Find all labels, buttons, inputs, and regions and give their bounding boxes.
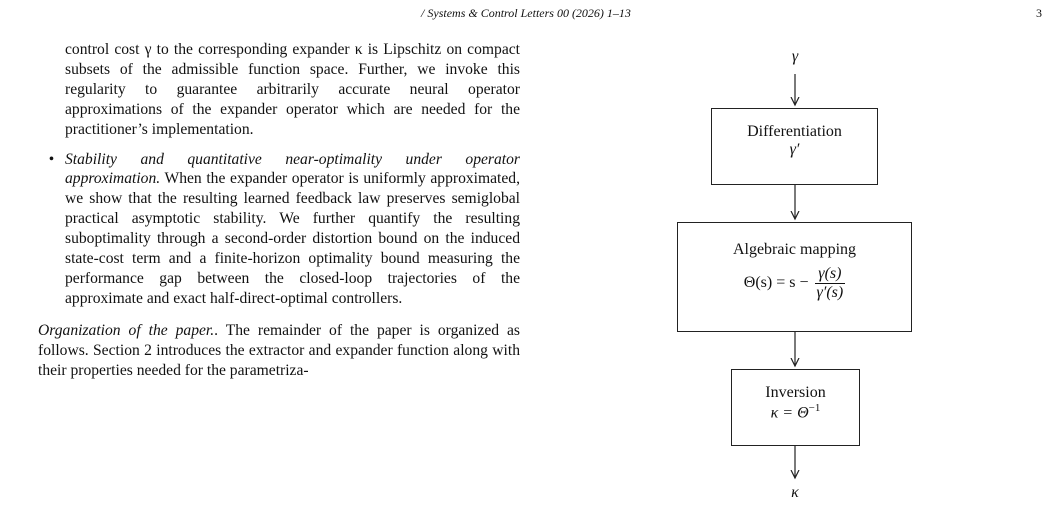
- fraction-denominator: γ′(s): [816, 284, 844, 301]
- fraction: γ(s) γ′(s): [814, 265, 846, 302]
- organization-body: . The remainder of the paper is organize…: [38, 321, 520, 379]
- organization-title: Organization of the paper.: [38, 321, 215, 339]
- algebraic-mapping-formula: Θ(s) = s − γ(s) γ′(s): [743, 265, 846, 302]
- organization-paragraph: Organization of the paper.. The remainde…: [38, 321, 520, 381]
- differentiation-box: Differentiation γ′: [711, 108, 878, 185]
- bullet-paragraph: Stability and quantitative near-optimali…: [65, 150, 520, 309]
- differentiation-title: Differentiation: [747, 123, 842, 140]
- contribution-paragraph: control cost γ to the corresponding expa…: [65, 41, 520, 138]
- bullet-icon: •: [48, 150, 55, 168]
- inversion-box: Inversion κ = Θ−1: [731, 369, 860, 446]
- inversion-title: Inversion: [765, 384, 826, 401]
- algebraic-mapping-box: Algebraic mapping Θ(s) = s − γ(s) γ′(s): [677, 222, 912, 332]
- input-gamma-label: γ: [791, 48, 799, 65]
- running-header: / Systems & Control Letters 00 (2026) 1–…: [0, 6, 1052, 24]
- journal-title: / Systems & Control Letters 00 (2026) 1–…: [421, 6, 631, 20]
- differentiation-formula: γ′: [789, 141, 800, 158]
- algebraic-mapping-title: Algebraic mapping: [732, 241, 857, 258]
- bullet-item-stability: • Stability and quantitative near-optima…: [38, 150, 520, 309]
- output-kappa-label: κ: [791, 484, 799, 501]
- inversion-formula: κ = Θ−1: [770, 402, 821, 422]
- bullet-title: Stability and quantitative near-optimali…: [65, 150, 520, 188]
- text-column: control cost γ to the corresponding expa…: [38, 40, 520, 381]
- bullet-body: When the expander operator is uniformly …: [65, 170, 520, 307]
- fraction-numerator: γ(s): [814, 265, 846, 284]
- page-number: 3: [1036, 6, 1042, 20]
